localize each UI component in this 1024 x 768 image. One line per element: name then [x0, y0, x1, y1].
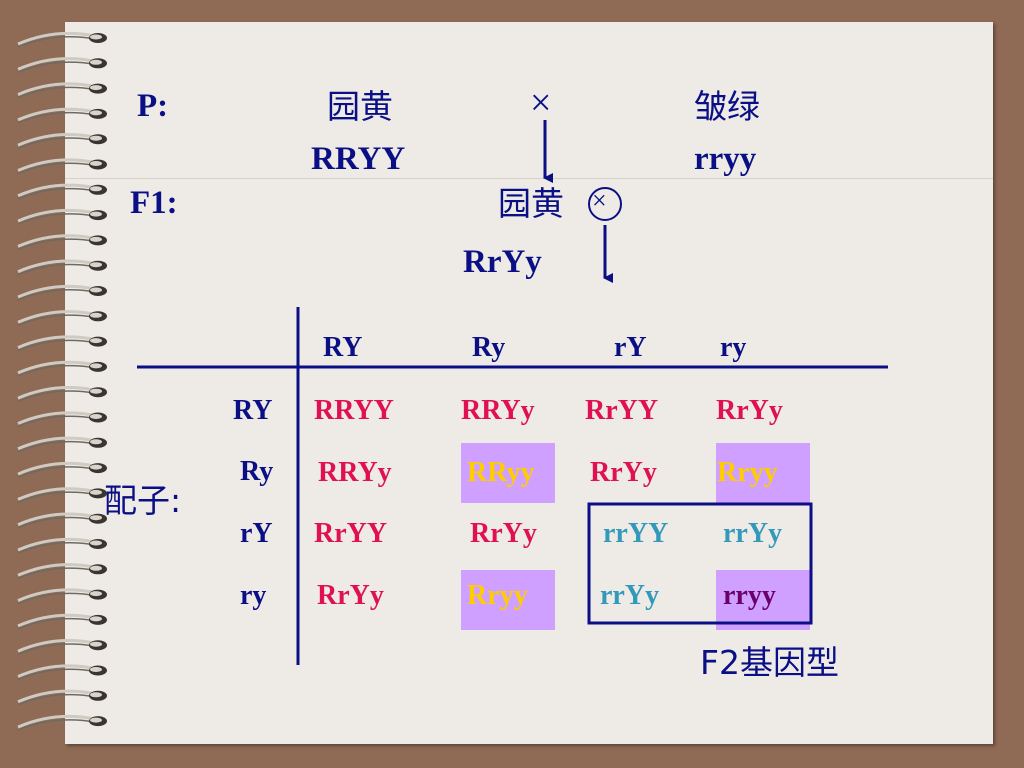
- punnett-cell: RRYY: [314, 395, 394, 426]
- father-genotype: rryy: [694, 141, 757, 177]
- col-header: RY: [323, 332, 363, 363]
- binding-ring: [17, 360, 107, 377]
- binding-ring: [17, 335, 107, 352]
- highlight-rryy-2: [461, 570, 555, 630]
- binding-ring: [17, 714, 107, 731]
- highlight-rryy-3: [716, 443, 810, 503]
- punnett-cell: rrYy: [600, 580, 660, 611]
- col-header: rY: [614, 332, 647, 363]
- binding-ring: [17, 284, 107, 301]
- binding-ring: [17, 664, 107, 681]
- punnett-cell: RrYy: [470, 518, 537, 549]
- mother-phenotype: 园黄: [327, 87, 393, 126]
- binding-ring: [17, 208, 107, 225]
- self-cross-symbol: ×: [592, 186, 607, 215]
- binding-ring: [17, 436, 107, 453]
- punnett-cell: Rryy: [467, 580, 528, 611]
- binding-ring: [17, 57, 107, 73]
- rr-block-outline: [587, 502, 813, 625]
- spiral-binding: [17, 31, 107, 731]
- punnett-cell: rrYy: [723, 518, 783, 549]
- punnett-cell: RrYY: [585, 395, 659, 426]
- row-header: rY: [240, 518, 273, 549]
- binding-ring: [17, 31, 107, 48]
- binding-ring: [17, 259, 107, 276]
- row-header: RY: [233, 395, 273, 426]
- punnett-cell: RrYy: [317, 580, 384, 611]
- punnett-cell: RRYy: [461, 395, 535, 426]
- binding-ring: [17, 386, 107, 402]
- binding-ring: [17, 487, 107, 504]
- punnett-cell: RrYY: [314, 518, 388, 549]
- binding-ring: [17, 82, 107, 99]
- highlight-rryy-4: [716, 570, 810, 630]
- p-label: P:: [137, 88, 169, 124]
- binding-ring: [17, 689, 107, 706]
- binding-ring: [17, 133, 107, 149]
- binding-ring: [17, 537, 107, 554]
- f1-label: F1:: [130, 185, 178, 221]
- f2-genotype-label: F2基因型: [700, 646, 839, 681]
- binding-ring: [17, 310, 107, 326]
- binding-ring: [17, 183, 107, 200]
- binding-ring: [17, 639, 107, 655]
- punnett-cell: Rryy: [717, 457, 778, 488]
- gametes-label: 配子:: [104, 481, 182, 520]
- punnett-cell: RrYy: [716, 395, 783, 426]
- binding-ring: [17, 613, 107, 630]
- punnett-cell: RRYy: [318, 457, 392, 488]
- binding-ring: [17, 563, 107, 579]
- col-header: Ry: [472, 332, 506, 363]
- paper-crease: [65, 178, 993, 179]
- row-header: ry: [240, 580, 267, 611]
- binding-ring: [17, 158, 107, 175]
- binding-ring: [17, 107, 107, 124]
- binding-ring: [17, 512, 107, 529]
- cross-symbol: ×: [530, 82, 552, 124]
- punnett-cell: RrYy: [590, 457, 657, 488]
- highlight-rryy-1: [461, 443, 555, 503]
- punnett-cell: rryy: [723, 580, 776, 611]
- self-cross-circle: [588, 187, 622, 221]
- binding-ring: [17, 461, 107, 478]
- col-header: ry: [720, 332, 747, 363]
- row-header: Ry: [240, 456, 274, 487]
- father-phenotype: 皱绿: [694, 87, 760, 126]
- punnett-cell: RRyy: [467, 457, 535, 488]
- f1-phenotype: 园黄: [498, 184, 564, 223]
- mother-genotype: RRYY: [311, 141, 406, 177]
- binding-ring: [17, 411, 107, 428]
- binding-ring: [17, 588, 107, 605]
- binding-ring: [17, 234, 107, 251]
- f2-genotype-text: F2基因型: [700, 643, 839, 682]
- f1-genotype: RrYy: [463, 244, 542, 280]
- punnett-cell: rrYY: [603, 518, 669, 549]
